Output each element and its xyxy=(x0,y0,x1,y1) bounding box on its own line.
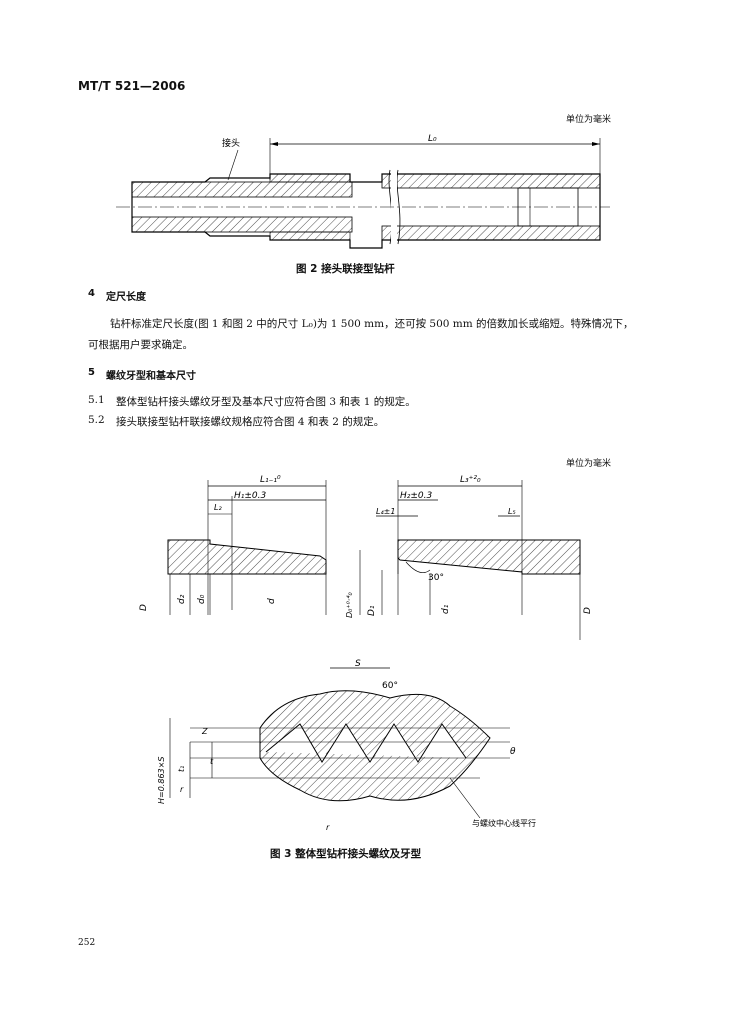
clause-5-2-number: 5.2 xyxy=(88,414,105,426)
section-4-number: 4 xyxy=(88,288,95,299)
standard-code: MT/T 521—2006 xyxy=(78,79,186,93)
svg-text:H=0.863×S: H=0.863×S xyxy=(157,757,166,804)
units-label-top: 单位为毫米 xyxy=(566,115,612,125)
page-number: 252 xyxy=(78,938,96,948)
callout-joint: 接头 xyxy=(222,137,240,149)
svg-text:60°: 60° xyxy=(382,681,398,691)
right-female-joint: L₃⁺²₀ H₂±0.3 L₄±1 L₅ 30° D₀⁺⁰·⁴₀ D₁ d₁ D xyxy=(345,475,593,640)
figure-2-drawing: L₀ 接头 xyxy=(116,134,610,249)
units-label-fig3: 单位为毫米 xyxy=(566,459,612,469)
figure-3-thread-profile: S 60° Z H=0.863×S t₁ t r r θ 与螺纹中心线平行 xyxy=(157,659,536,832)
section-4-title: 定尺长度 xyxy=(106,292,146,303)
section-5-title: 螺纹牙型和基本尺寸 xyxy=(106,371,196,382)
dim-L0: L₀ xyxy=(428,134,437,144)
svg-text:L₂: L₂ xyxy=(214,503,222,512)
svg-text:d₂: d₂ xyxy=(177,594,187,604)
svg-text:L₄±1: L₄±1 xyxy=(376,507,395,516)
figure-3-joint-drawings: L₁₋₁⁰ H₁±0.3 L₂ D d₂ d₀ d L₃⁺²₀ H₂±0.3 L… xyxy=(139,475,593,640)
clause-5-1-text: 整体型钻杆接头螺纹牙型及基本尺寸应符合图 3 和表 1 的规定。 xyxy=(116,396,416,408)
section-4-paragraph: 钻杆标准定尺长度(图 1 和图 2 中的尺寸 L₀)为 1 500 mm，还可按… xyxy=(88,318,634,351)
svg-text:D₀⁺⁰·⁴₀: D₀⁺⁰·⁴₀ xyxy=(345,591,354,618)
svg-text:D: D xyxy=(139,604,149,611)
left-male-joint: L₁₋₁⁰ H₁±0.3 L₂ D d₂ d₀ d xyxy=(139,475,327,615)
svg-text:Z: Z xyxy=(201,727,208,736)
svg-text:与螺纹中心线平行: 与螺纹中心线平行 xyxy=(472,818,536,828)
svg-text:H₁±0.3: H₁±0.3 xyxy=(234,491,267,501)
svg-text:d: d xyxy=(267,598,277,604)
svg-text:D₁: D₁ xyxy=(367,605,377,616)
svg-text:L₁₋₁⁰: L₁₋₁⁰ xyxy=(260,475,281,485)
svg-text:r: r xyxy=(180,785,184,794)
svg-text:L₃⁺²₀: L₃⁺²₀ xyxy=(460,475,481,485)
svg-text:θ: θ xyxy=(510,747,516,757)
svg-text:t: t xyxy=(210,757,214,766)
svg-text:d₀: d₀ xyxy=(197,594,207,604)
svg-text:r: r xyxy=(326,823,330,832)
clause-5-2-text: 接头联接型钻杆联接螺纹规格应符合图 4 和表 2 的规定。 xyxy=(116,416,385,428)
svg-text:d₁: d₁ xyxy=(441,604,451,614)
svg-text:D: D xyxy=(583,607,593,614)
figure-3-caption: 图 3 整体型钻杆接头螺纹及牙型 xyxy=(270,848,422,860)
svg-text:t₁: t₁ xyxy=(177,766,186,772)
svg-text:30°: 30° xyxy=(428,573,444,583)
figure-2-caption: 图 2 接头联接型钻杆 xyxy=(296,263,395,275)
svg-text:L₅: L₅ xyxy=(508,507,516,516)
clause-5-1-number: 5.1 xyxy=(88,394,105,406)
svg-text:H₂±0.3: H₂±0.3 xyxy=(400,491,433,501)
section-5-number: 5 xyxy=(88,367,95,378)
svg-text:S: S xyxy=(355,659,361,669)
